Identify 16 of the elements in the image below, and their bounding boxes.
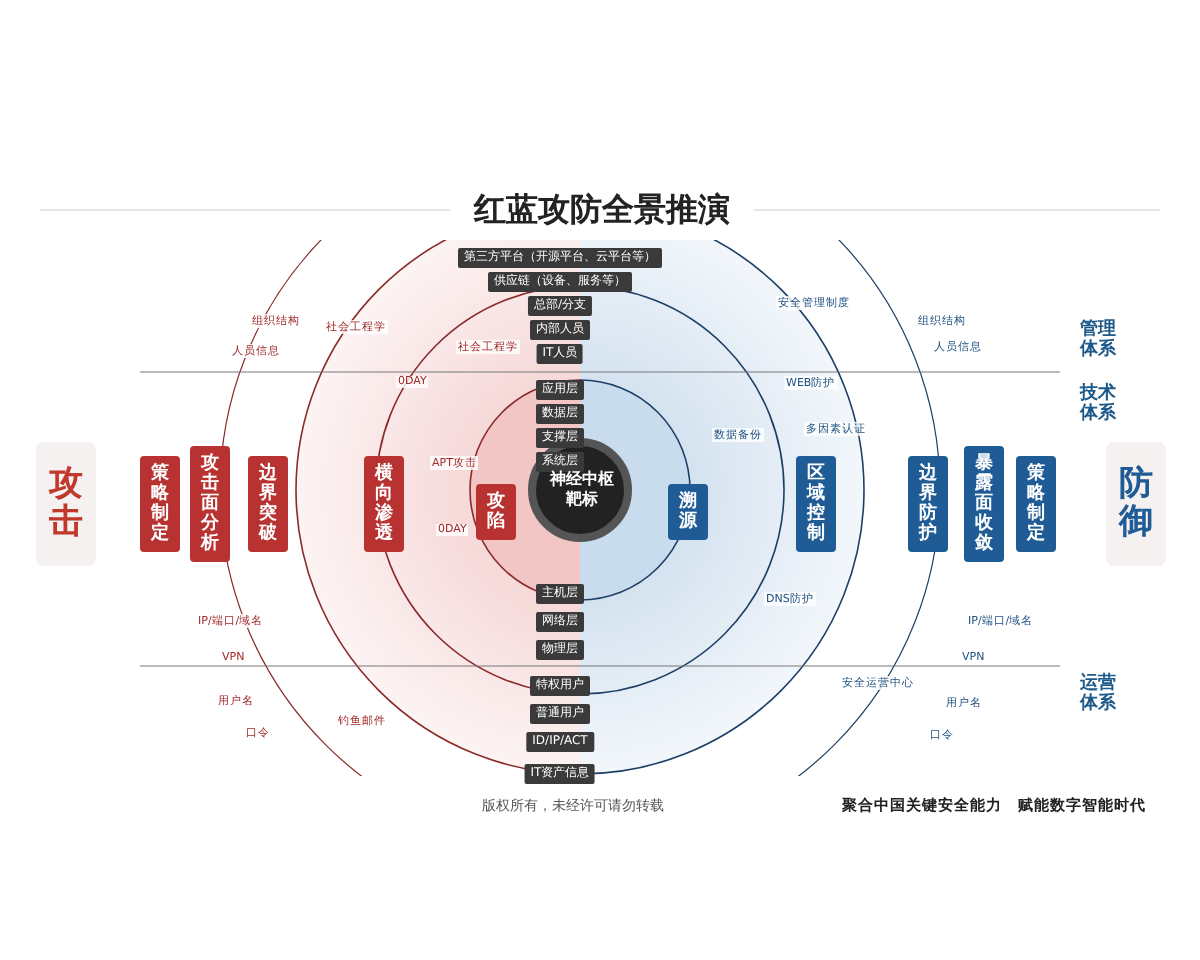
stage-bar: 攻击面分析: [190, 446, 230, 562]
center-label: 神经中枢靶标: [548, 470, 616, 510]
stage-bar: 攻陷: [476, 484, 516, 540]
stage-bar: 边界突破: [248, 456, 288, 552]
stage-bar: 溯源: [668, 484, 708, 540]
stage-bar: 策略制定: [1016, 456, 1056, 552]
side-panel: 防御: [1106, 442, 1166, 566]
stage-bar: 暴露面收敛: [964, 446, 1004, 562]
group-heading: 运营体系: [1080, 674, 1118, 714]
group-heading: 管理体系: [1080, 320, 1118, 360]
side-panel: 攻击: [36, 442, 96, 566]
stage-bar: 策略制定: [140, 456, 180, 552]
stage-bar: 边界防护: [908, 456, 948, 552]
stage-bar: 横向渗透: [364, 456, 404, 552]
group-heading: 技术体系: [1080, 384, 1118, 424]
stage-bar: 区域控制: [796, 456, 836, 552]
